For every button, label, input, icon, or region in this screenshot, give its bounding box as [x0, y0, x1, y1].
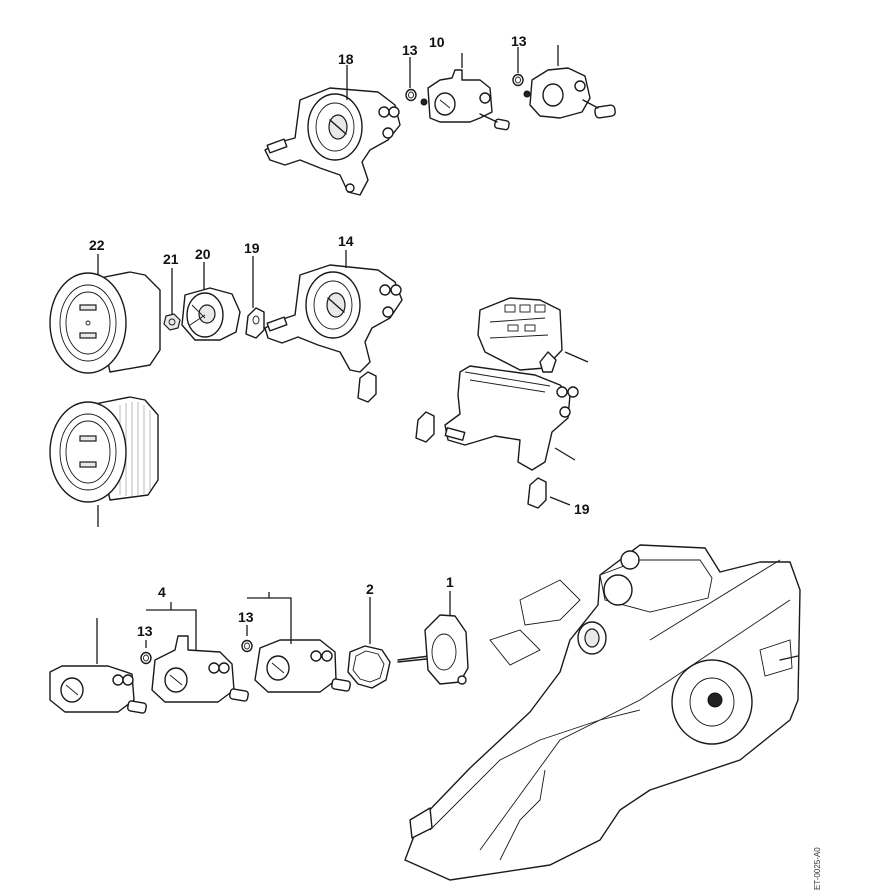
- intake-manifold-part-14[interactable]: [264, 264, 403, 403]
- callout-19[interactable]: 19: [574, 501, 590, 517]
- callout-20[interactable]: 20: [195, 246, 211, 262]
- callout-19[interactable]: 19: [244, 240, 260, 256]
- filter-housing-assembly[interactable]: [415, 297, 589, 509]
- callout-1[interactable]: 1: [446, 574, 454, 590]
- callout-14[interactable]: 14: [338, 233, 354, 249]
- o-ring-13-bottom-right[interactable]: [241, 639, 253, 653]
- carburetor-top-right[interactable]: [523, 67, 616, 119]
- chainsaw-body: [404, 544, 801, 881]
- nut-part-21[interactable]: [163, 313, 181, 331]
- o-ring-13-top-left[interactable]: [405, 88, 417, 102]
- air-filter-alternative[interactable]: [49, 396, 159, 527]
- callout-21[interactable]: 21: [163, 251, 179, 267]
- air-filter-part-22[interactable]: [49, 271, 161, 374]
- intake-manifold-part-18[interactable]: [264, 87, 401, 196]
- callout-4[interactable]: 4: [158, 584, 166, 600]
- rubber-buffer-part-19[interactable]: [245, 307, 265, 339]
- callout-18[interactable]: 18: [338, 51, 354, 67]
- callout-13[interactable]: 13: [238, 609, 254, 625]
- callout-2[interactable]: 2: [366, 581, 374, 597]
- callout-10[interactable]: 10: [429, 34, 445, 50]
- gasket-part-2[interactable]: [347, 645, 391, 689]
- callout-13[interactable]: 13: [511, 33, 527, 49]
- callout-22[interactable]: 22: [89, 237, 105, 253]
- carburetor-bottom-middle-right[interactable]: [254, 639, 351, 693]
- filter-base-part-20[interactable]: [181, 287, 241, 341]
- o-ring-13-top-right[interactable]: [512, 73, 524, 87]
- carburetor-part-10[interactable]: [420, 69, 510, 131]
- carburetor-bottom-left[interactable]: [49, 665, 147, 714]
- throttle-housing-part-1[interactable]: [397, 614, 469, 685]
- callout-13[interactable]: 13: [402, 42, 418, 58]
- o-ring-13-bottom-left[interactable]: [140, 651, 152, 665]
- drawing-code: ET-0025-A0: [813, 847, 822, 890]
- carburetor-part-4[interactable]: [151, 635, 249, 703]
- callout-13[interactable]: 13: [137, 623, 153, 639]
